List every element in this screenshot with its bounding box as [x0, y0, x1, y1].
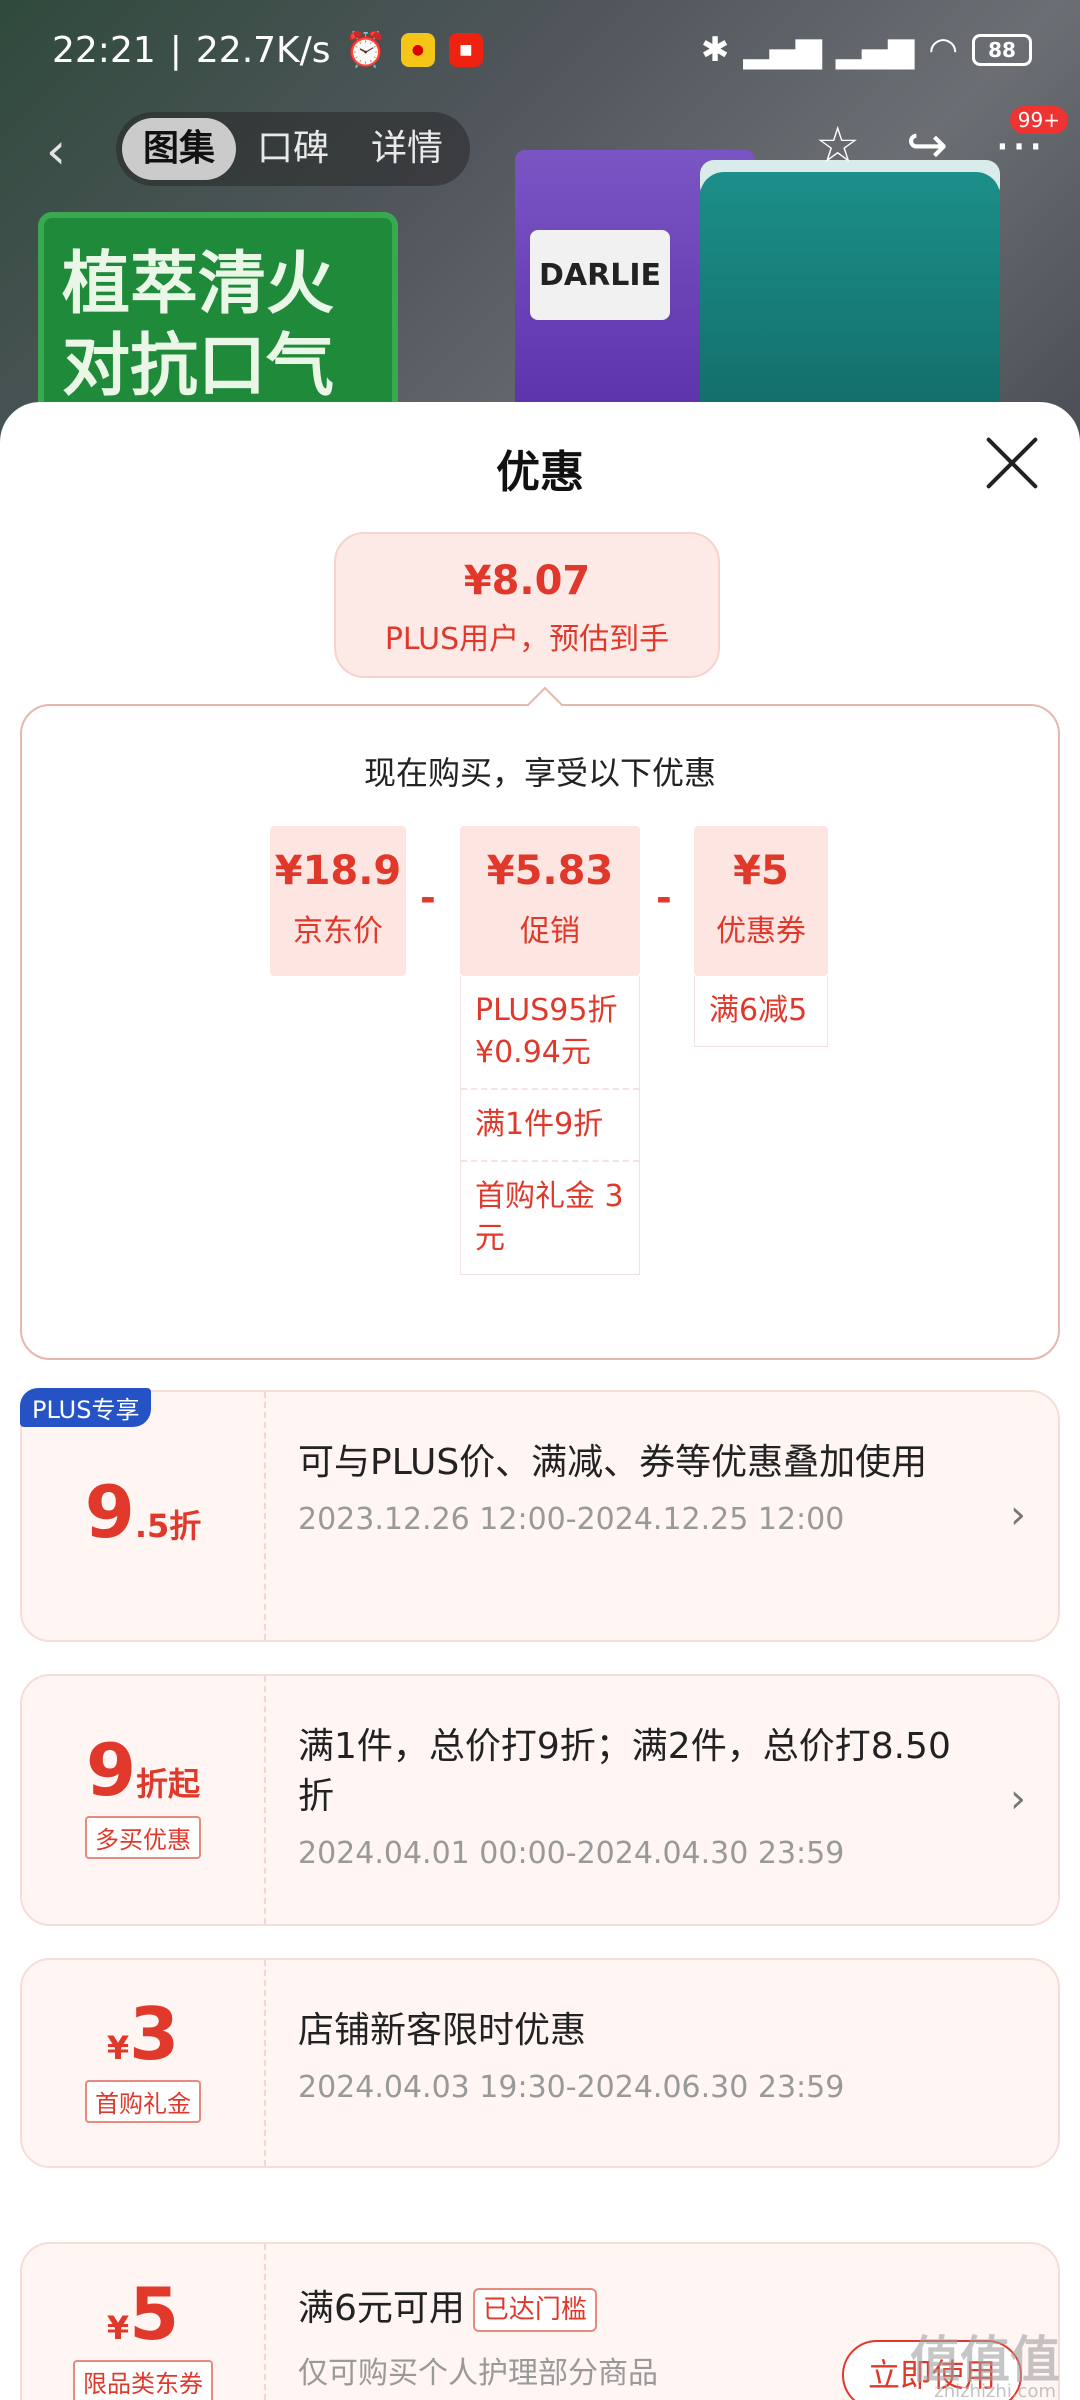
card-body: 可与PLUS价、满减、券等优惠叠加使用 2023.12.26 12:00-202…: [298, 1438, 968, 1537]
coupon-details: 满6减5: [694, 976, 828, 1047]
card-big-number: 9: [85, 1728, 137, 1812]
first-purchase-card[interactable]: ¥3 首购礼金 店铺新客限时优惠 2024.04.03 19:30-2024.0…: [20, 1958, 1060, 2168]
more-badge: 99+: [1009, 106, 1068, 134]
chevron-right-icon: ›: [1010, 1776, 1026, 1822]
wifi-icon: ◠: [928, 30, 958, 70]
multi-buy-card[interactable]: 9折起 多买优惠 满1件，总价打9折；满2件，总价打8.50折 2024.04.…: [20, 1674, 1060, 1926]
signal-icon: ▂▄▆: [743, 30, 822, 70]
card-value: 9.5折: [22, 1392, 264, 1640]
jd-price-label: 京东价: [293, 914, 383, 949]
final-price-amount: ¥8.07: [463, 558, 591, 604]
card-unit: .5折: [134, 1507, 202, 1545]
status-bar: 22:21 | 22.7K/s ⏰ ● ■ ✱ ▂▄▆ ▂▄▆ ◠ 88: [0, 0, 1080, 100]
alarm-icon: ⏰: [344, 30, 387, 70]
watermark: 值值值: [910, 2331, 1060, 2389]
nav-bar: ‹ 图集 口碑 详情 ☆ ↪ ⋯ 99+: [0, 106, 1080, 188]
card-date: 2024.04.03 19:30-2024.06.30 23:59: [298, 2070, 845, 2105]
minus-sign: -: [420, 876, 436, 920]
coupon-label: 优惠券: [716, 914, 806, 949]
price-breakdown: 现在购买，享受以下优惠 ¥18.9 京东价 - ¥5.83 促销 PLUS95折…: [20, 686, 1060, 1360]
threshold-met-badge: 已达门槛: [472, 2288, 597, 2332]
tmall-icon: ■: [448, 33, 483, 67]
jd-price-amount: ¥18.9: [274, 848, 402, 894]
tab-details[interactable]: 详情: [370, 128, 443, 169]
jd-price-box: ¥18.9 京东价: [270, 826, 406, 976]
card-label: 多买优惠: [85, 1816, 201, 1859]
card-big-number: 3: [129, 1992, 180, 2076]
coupon-threshold: 满6元可用: [298, 2288, 465, 2329]
final-price-bubble: ¥8.07 PLUS用户，预估到手: [334, 532, 720, 678]
close-icon[interactable]: [980, 432, 1042, 494]
signal-icon-2: ▂▄▆: [835, 30, 915, 70]
nav-actions: ☆ ↪ ⋯: [815, 116, 1044, 174]
bluetooth-icon: ✱: [700, 30, 730, 70]
card-desc: 可与PLUS价、满减、券等优惠叠加使用: [298, 1442, 928, 1483]
card-big-number: 9: [84, 1470, 135, 1554]
card-date: 2024.04.01 00:00-2024.04.30 23:59: [298, 1836, 845, 1871]
battery-icon: 88: [972, 34, 1032, 66]
card-date: 2023.12.26 12:00-2024.12.25 12:00: [298, 1502, 845, 1537]
final-price-desc: PLUS用户，预估到手: [384, 622, 670, 657]
promo-detail-item: 首购礼金 3元: [461, 1160, 639, 1274]
currency-symbol: ¥: [106, 2309, 130, 2347]
sheet-title: 优惠: [496, 447, 584, 498]
card-desc: 满6元可用已达门槛: [298, 2284, 968, 2334]
promo-detail-item: 满1件9折: [461, 1088, 639, 1160]
card-value: 9折起 多买优惠: [22, 1676, 264, 1924]
card-divider: [264, 2244, 266, 2400]
promo-amount: ¥5.83: [486, 848, 614, 894]
product-board: 植萃清火对抗口气: [38, 212, 398, 440]
breakdown-pointer: [526, 686, 564, 724]
card-label: 限品类东券: [73, 2360, 213, 2400]
card-divider: [264, 1960, 266, 2166]
coupon-detail-item: 满6减5: [709, 993, 808, 1028]
card-body: 店铺新客限时优惠 2024.04.03 19:30-2024.06.30 23:…: [298, 2006, 968, 2105]
product-gallery-background: 植萃清火对抗口气 DARLIE: [0, 0, 1080, 440]
promo-label: 促销: [520, 914, 580, 949]
status-time: 22:21: [52, 29, 156, 71]
card-divider: [264, 1676, 266, 1924]
tab-gallery[interactable]: 图集: [122, 118, 236, 180]
tab-reviews[interactable]: 口碑: [256, 128, 329, 169]
card-desc: 满1件，总价打9折；满2件，总价打8.50折: [298, 1726, 951, 1817]
coupon-card: ¥5 限品类东券 满6元可用已达门槛 仅可购买个人护理部分商品 立即使用: [20, 2242, 1060, 2400]
card-unit: 折起: [136, 1765, 201, 1803]
coupon-box: ¥5 优惠券: [694, 826, 828, 976]
breakdown-title: 现在购买，享受以下优惠: [363, 754, 716, 792]
promo-details: PLUS95折 ¥0.94元 满1件9折 首购礼金 3元: [460, 976, 640, 1275]
use-now-button[interactable]: 立即使用: [842, 2340, 1022, 2400]
toothpaste-tube: [700, 172, 1000, 440]
card-body: 满6元可用已达门槛 仅可购买个人护理部分商品: [298, 2284, 968, 2392]
coupon-amount: ¥5: [733, 848, 789, 894]
brand-logo: DARLIE: [530, 230, 670, 320]
chevron-right-icon: ›: [1010, 1492, 1026, 1538]
currency-symbol: ¥: [106, 2029, 130, 2067]
promo-box: ¥5.83 促销: [460, 826, 640, 976]
card-desc: 店铺新客限时优惠: [298, 2010, 587, 2051]
plus-discount-card[interactable]: PLUS专享 9.5折 可与PLUS价、满减、券等优惠叠加使用 2023.12.…: [20, 1388, 1060, 1642]
card-label: 首购礼金: [85, 2080, 201, 2123]
card-big-number: 5: [129, 2272, 180, 2356]
minus-sign: -: [656, 876, 672, 920]
watermark-url: zhizhizhi.com: [934, 2381, 1056, 2400]
star-icon[interactable]: ☆: [815, 116, 861, 174]
promotion-sheet: 优惠 ¥8.07 PLUS用户，预估到手 现在购买，享受以下优惠 ¥18.9 京…: [0, 402, 1080, 2400]
weibo-icon: ●: [400, 33, 435, 67]
promo-detail-item: PLUS95折 ¥0.94元: [475, 993, 618, 1070]
card-body: 满1件，总价打9折；满2件，总价打8.50折 2024.04.01 00:00-…: [298, 1722, 968, 1871]
coupon-scope: 仅可购买个人护理部分商品: [298, 2356, 658, 2391]
share-icon[interactable]: ↪: [906, 116, 948, 174]
plus-tag: PLUS专享: [20, 1388, 152, 1427]
card-value: ¥3 首购礼金: [22, 1960, 264, 2166]
status-divider: |: [169, 29, 182, 71]
card-divider: [264, 1392, 266, 1640]
card-value: ¥5 限品类东券: [22, 2244, 264, 2400]
status-speed: 22.7K/s: [195, 29, 331, 71]
back-icon[interactable]: ‹: [46, 122, 66, 180]
gallery-tabs: 图集 口碑 详情: [116, 112, 470, 186]
